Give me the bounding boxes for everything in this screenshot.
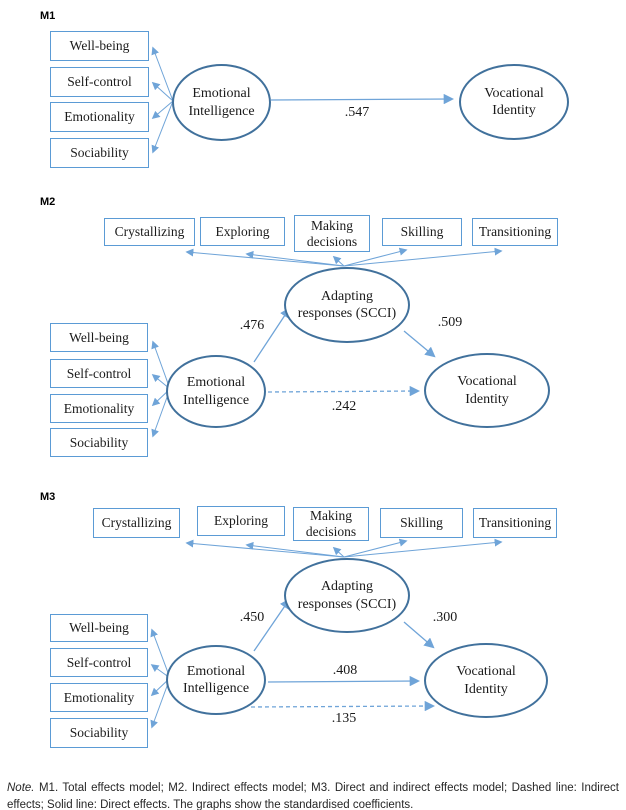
figure-note-body: M1. Total effects model; M2. Indirect ef… — [7, 781, 619, 810]
latent-ellipse-emotional-intelligence: Emotional Intelligence — [166, 645, 266, 715]
indicator-box-sociability: Sociability — [50, 138, 149, 168]
indicator-box-crystallizing: Crystallizing — [104, 218, 195, 246]
latent-ellipse-vocational-identity: Vocational Identity — [424, 643, 548, 718]
indicator-box-making-decisions: Making decisions — [293, 507, 369, 541]
m3-path-ei-vi-dashed — [250, 700, 436, 712]
indicator-box-transitioning: Transitioning — [473, 508, 557, 538]
indicator-box-crystallizing: Crystallizing — [93, 508, 180, 538]
coefficient-m3-ei-vi-indirect: .135 — [331, 711, 357, 726]
m3-path-ei-adapting — [253, 598, 291, 652]
indicator-box-making-decisions: Making decisions — [294, 215, 370, 252]
coefficient-m2-adapting-vi: .509 — [437, 315, 463, 330]
indicator-box-exploring: Exploring — [200, 217, 285, 246]
indicator-box-emotionality: Emotionality — [50, 683, 148, 712]
coefficient-m3-adapting-vi: .300 — [432, 610, 458, 625]
indicator-box-wellbeing: Well-being — [50, 31, 149, 61]
latent-ellipse-vocational-identity: Vocational Identity — [424, 353, 550, 428]
coefficient-m2-ei-adapting: .476 — [239, 318, 265, 333]
m1-path-ei-vi — [270, 93, 455, 105]
indicator-box-skilling: Skilling — [382, 218, 462, 246]
figure-note: Note. M1. Total effects model; M2. Indir… — [7, 780, 619, 810]
indicator-box-emotionality: Emotionality — [50, 102, 149, 132]
indicator-box-selfcontrol: Self-control — [50, 359, 148, 388]
coefficient-m3-ei-adapting: .450 — [239, 610, 265, 625]
m1-indicator-arrows — [151, 46, 174, 154]
latent-ellipse-adapting-responses: Adapting responses (SCCI) — [284, 558, 410, 633]
indicator-box-selfcontrol: Self-control — [50, 67, 149, 97]
m3-path-adapting-vi — [403, 621, 435, 649]
model-label-m3: M3 — [40, 491, 56, 503]
indicator-box-skilling: Skilling — [380, 508, 463, 538]
indicator-box-sociability: Sociability — [50, 428, 148, 457]
indicator-box-sociability: Sociability — [50, 718, 148, 748]
indicator-box-wellbeing: Well-being — [50, 323, 148, 352]
figure-note-prefix: Note. — [7, 781, 35, 794]
latent-ellipse-adapting-responses: Adapting responses (SCCI) — [284, 267, 410, 343]
model-label-m2: M2 — [40, 196, 56, 208]
m2-top-indicator-arrows — [185, 247, 503, 267]
indicator-box-selfcontrol: Self-control — [50, 648, 148, 677]
indicator-box-transitioning: Transitioning — [472, 218, 558, 246]
model-label-m1: M1 — [40, 10, 56, 22]
m2-path-adapting-vi — [403, 330, 436, 358]
indicator-box-emotionality: Emotionality — [50, 394, 148, 423]
indicator-box-wellbeing: Well-being — [50, 614, 148, 642]
m3-top-indicator-arrows — [185, 538, 503, 558]
coefficient-m3-ei-vi-direct: .408 — [332, 663, 358, 678]
indicator-box-exploring: Exploring — [197, 506, 285, 536]
latent-ellipse-emotional-intelligence: Emotional Intelligence — [166, 355, 266, 428]
m2-path-ei-vi-dashed — [267, 385, 421, 397]
m2-path-ei-adapting — [253, 307, 291, 363]
coefficient-m2-ei-vi-indirect: .242 — [331, 399, 357, 414]
m3-path-ei-vi-direct — [267, 675, 421, 687]
coefficient-m1-ei-vi: .547 — [344, 105, 370, 120]
latent-ellipse-emotional-intelligence: Emotional Intelligence — [172, 64, 271, 141]
latent-ellipse-vocational-identity: Vocational Identity — [459, 64, 569, 140]
